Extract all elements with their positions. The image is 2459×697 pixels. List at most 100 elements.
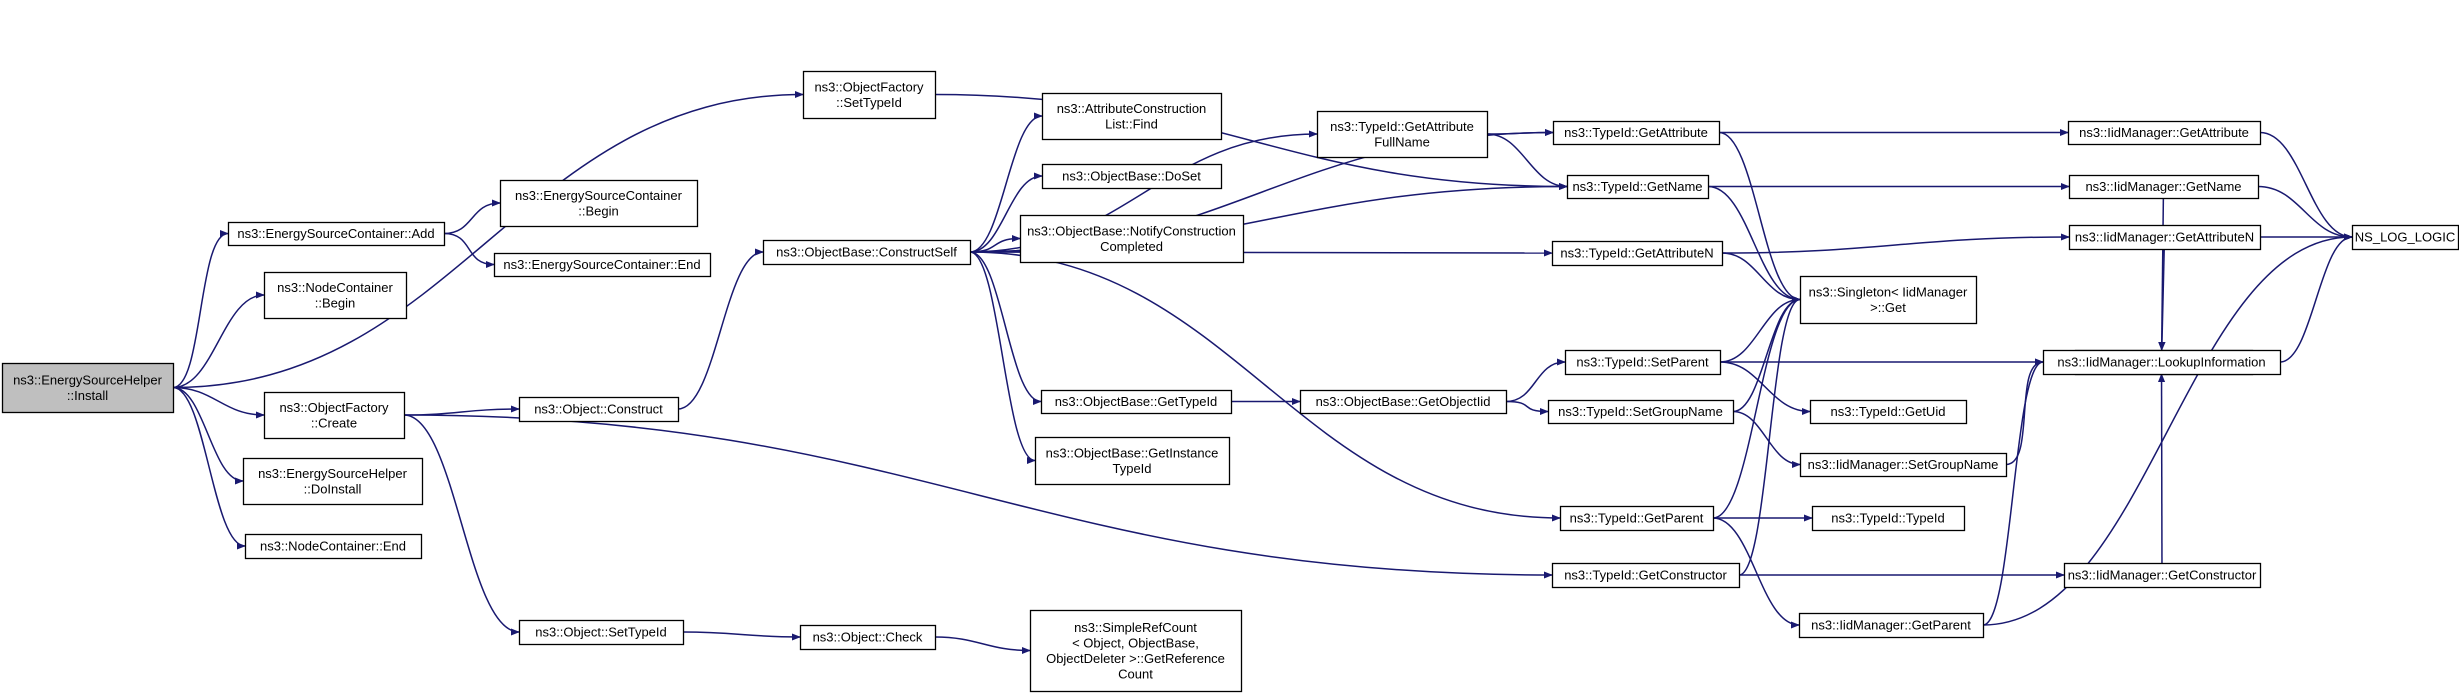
- node-label: ns3::ObjectBase::ConstructSelf: [776, 245, 957, 260]
- node-tid_typeid[interactable]: ns3::TypeId::TypeId: [1811, 505, 1966, 532]
- node-tid_getconstructor[interactable]: ns3::TypeId::GetConstructor: [1551, 562, 1741, 589]
- node-box[interactable]: [1019, 214, 1245, 264]
- node-label: ns3::TypeId::GetAttribute: [1564, 125, 1708, 140]
- node-box[interactable]: [2042, 349, 2282, 376]
- node-box[interactable]: [1029, 609, 1243, 693]
- node-box[interactable]: [799, 624, 937, 651]
- node-box[interactable]: [1799, 452, 2008, 478]
- edge-install-to-esh_doinstall: [172, 386, 244, 485]
- node-nc_end[interactable]: ns3::NodeContainer::End: [244, 533, 423, 560]
- node-box[interactable]: [1034, 436, 1231, 486]
- node-iid_lookup[interactable]: ns3::IidManager::LookupInformation: [2042, 349, 2282, 376]
- node-box[interactable]: [1552, 120, 1721, 146]
- node-box[interactable]: [1809, 399, 1968, 425]
- node-iid_setgroupname[interactable]: ns3::IidManager::SetGroupName: [1799, 452, 2008, 478]
- node-of_create[interactable]: ns3::ObjectFactory::Create: [263, 391, 406, 440]
- node-ob_constructself[interactable]: ns3::ObjectBase::ConstructSelf: [762, 239, 972, 266]
- node-label: ns3::IidManager::GetConstructor: [2068, 568, 2257, 583]
- node-box[interactable]: [499, 179, 699, 228]
- node-singleton_get[interactable]: ns3::Singleton< IidManager>::Get: [1799, 275, 1978, 325]
- node-esh_doinstall[interactable]: ns3::EnergySourceHelper::DoInstall: [242, 457, 424, 506]
- node-label: TypeId: [1112, 461, 1151, 476]
- node-box[interactable]: [2068, 174, 2260, 200]
- node-esc_end[interactable]: ns3::EnergySourceContainer::End: [493, 252, 712, 278]
- node-box[interactable]: [1547, 399, 1735, 425]
- node-iid_getname[interactable]: ns3::IidManager::GetName: [2068, 174, 2260, 200]
- node-box[interactable]: [1316, 110, 1489, 159]
- node-box[interactable]: [2068, 224, 2262, 251]
- node-iid_getconstructor[interactable]: ns3::IidManager::GetConstructor: [2063, 562, 2262, 589]
- node-label: >::Get: [1870, 300, 1906, 315]
- node-tid_getuid[interactable]: ns3::TypeId::GetUid: [1809, 399, 1968, 425]
- node-box[interactable]: [227, 221, 446, 247]
- node-ob_getobjectiid[interactable]: ns3::ObjectBase::GetObjectIid: [1299, 389, 1508, 415]
- node-tid_setgroupname[interactable]: ns3::TypeId::SetGroupName: [1547, 399, 1735, 425]
- node-box[interactable]: [493, 252, 712, 278]
- node-esc_begin[interactable]: ns3::EnergySourceContainer::Begin: [499, 179, 699, 228]
- node-label: NS_LOG_LOGIC: [2355, 230, 2455, 245]
- node-box[interactable]: [263, 391, 406, 440]
- node-box[interactable]: [802, 70, 937, 120]
- node-box[interactable]: [242, 457, 424, 506]
- node-src_getref[interactable]: ns3::SimpleRefCount< Object, ObjectBase,…: [1029, 609, 1243, 693]
- node-box[interactable]: [244, 533, 423, 560]
- node-box[interactable]: [1551, 562, 1741, 589]
- node-box[interactable]: [1551, 240, 1724, 267]
- node-box[interactable]: [1041, 163, 1223, 190]
- node-tid_getattribute[interactable]: ns3::TypeId::GetAttribute: [1552, 120, 1721, 146]
- edge-tid_getparent-to-iid_getparent: [1712, 517, 1800, 629]
- node-obj_construct[interactable]: ns3::Object::Construct: [518, 396, 680, 423]
- node-ob_gettypeid[interactable]: ns3::ObjectBase::GetTypeId: [1040, 389, 1233, 415]
- node-label: ns3::IidManager::GetName: [2085, 179, 2241, 194]
- node-label: ns3::TypeId::GetAttribute: [1330, 119, 1474, 134]
- node-of_settypeid[interactable]: ns3::ObjectFactory::SetTypeId: [802, 70, 937, 120]
- node-nc_begin[interactable]: ns3::NodeContainer::Begin: [263, 271, 408, 320]
- node-box[interactable]: [1566, 174, 1710, 200]
- node-ns_log_logic[interactable]: NS_LOG_LOGIC: [2351, 224, 2459, 251]
- node-tid_setparent[interactable]: ns3::TypeId::SetParent: [1564, 349, 1722, 376]
- edge-of_create-to-tid_getconstructor: [403, 414, 1553, 579]
- node-box[interactable]: [1040, 389, 1233, 415]
- node-label: ns3::EnergySourceContainer: [515, 188, 683, 203]
- node-box[interactable]: [1, 362, 175, 414]
- edge-tid_getconstructor-to-singleton_get: [1738, 295, 1801, 576]
- node-box[interactable]: [2351, 224, 2459, 251]
- node-box[interactable]: [762, 239, 972, 266]
- node-label: ns3::IidManager::GetAttributeN: [2075, 230, 2254, 245]
- node-box[interactable]: [1799, 275, 1978, 325]
- node-box[interactable]: [1798, 612, 1985, 639]
- edge-obj_construct-to-ob_constructself: [677, 248, 764, 410]
- node-esc_add[interactable]: ns3::EnergySourceContainer::Add: [227, 221, 446, 247]
- edge-esc_add-to-esc_begin: [443, 199, 501, 235]
- node-box[interactable]: [518, 396, 680, 423]
- node-box[interactable]: [1564, 349, 1722, 376]
- node-label: ns3::TypeId::SetParent: [1576, 355, 1709, 370]
- edge-obj_settypeid-to-obj_check: [682, 631, 801, 641]
- node-ob_notify[interactable]: ns3::ObjectBase::NotifyConstructionCompl…: [1019, 214, 1245, 264]
- node-box[interactable]: [1811, 505, 1966, 532]
- node-iid_getattribute[interactable]: ns3::IidManager::GetAttribute: [2067, 120, 2262, 146]
- node-ob_doset[interactable]: ns3::ObjectBase::DoSet: [1041, 163, 1223, 190]
- node-install[interactable]: ns3::EnergySourceHelper::Install: [1, 362, 175, 414]
- node-obj_check[interactable]: ns3::Object::Check: [799, 624, 937, 651]
- node-tid_getname[interactable]: ns3::TypeId::GetName: [1566, 174, 1710, 200]
- edge-iid_getname-to-ns_log_logic: [2257, 185, 2353, 241]
- node-tid_getattributen[interactable]: ns3::TypeId::GetAttributeN: [1551, 240, 1724, 267]
- node-box[interactable]: [2063, 562, 2262, 589]
- node-box[interactable]: [1559, 505, 1715, 532]
- node-box[interactable]: [518, 619, 685, 646]
- node-box[interactable]: [1299, 389, 1508, 415]
- node-box[interactable]: [263, 271, 408, 320]
- node-iid_getattributen[interactable]: ns3::IidManager::GetAttributeN: [2068, 224, 2262, 251]
- node-label: ns3::ObjectBase::DoSet: [1062, 169, 1201, 184]
- node-box[interactable]: [1041, 92, 1223, 141]
- node-label: ns3::ObjectBase::GetObjectIid: [1316, 394, 1491, 409]
- node-iid_getparent[interactable]: ns3::IidManager::GetParent: [1798, 612, 1985, 639]
- node-box[interactable]: [2067, 120, 2262, 146]
- node-tid_getparent[interactable]: ns3::TypeId::GetParent: [1559, 505, 1715, 532]
- node-obj_settypeid[interactable]: ns3::Object::SetTypeId: [518, 619, 685, 646]
- node-label: ::Install: [67, 388, 108, 403]
